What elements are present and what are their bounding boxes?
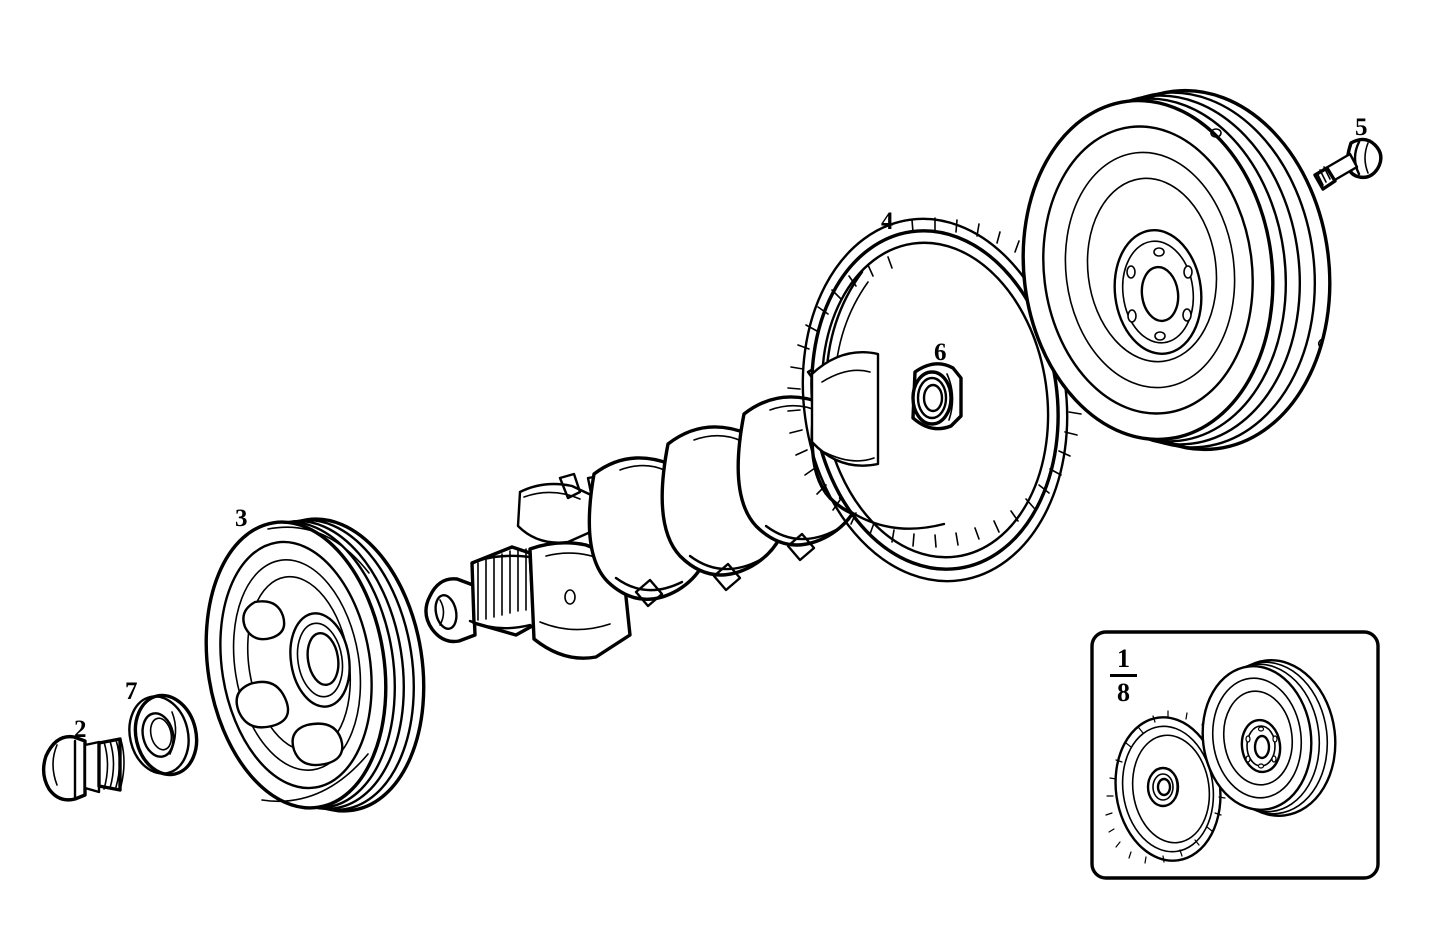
detail-inset-box xyxy=(1090,630,1380,880)
inset-denominator: 8 xyxy=(1117,678,1130,708)
inset-numerator: 1 xyxy=(1117,644,1130,673)
inset-fraction-bar xyxy=(1110,674,1137,678)
flywheel-assembly-group xyxy=(1021,88,1332,452)
callout-5: 5 xyxy=(1355,114,1368,141)
callout-2: 2 xyxy=(74,716,87,743)
crankshaft-pulley-group xyxy=(204,517,426,813)
callout-7: 7 xyxy=(125,678,138,705)
callout-4: 4 xyxy=(881,208,894,235)
pulley-bolt-group xyxy=(41,734,125,802)
flywheel-bolt-group xyxy=(1313,137,1383,191)
inset-fraction-label: 1 8 xyxy=(1110,645,1137,707)
callout-6: 6 xyxy=(934,339,947,366)
callout-3: 3 xyxy=(235,505,248,532)
inset-flywheel-assembly xyxy=(1201,659,1337,817)
pilot-bearing-group xyxy=(911,362,963,431)
pulley-washer-group xyxy=(128,693,199,777)
